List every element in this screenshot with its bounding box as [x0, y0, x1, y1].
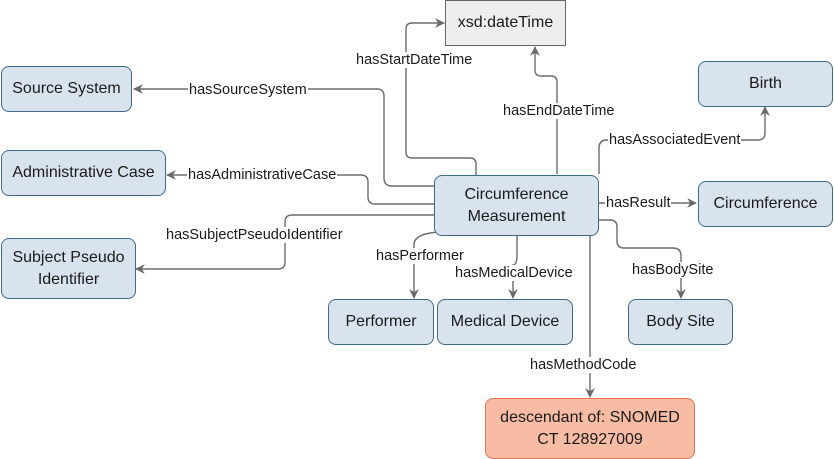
label-has-start-date-time: hasStartDateTime	[355, 52, 474, 68]
label-has-method-code: hasMethodCode	[529, 357, 638, 373]
node-source-system[interactable]: Source System	[1, 66, 132, 112]
node-circumference-measurement[interactable]: Circumference Measurement	[434, 175, 599, 236]
edge-has-source-system	[133, 84, 434, 187]
node-performer[interactable]: Performer	[328, 299, 434, 345]
label-has-result: hasResult	[605, 195, 672, 211]
node-birth[interactable]: Birth	[698, 61, 833, 107]
edge-has-end-date-time	[530, 46, 558, 174]
label-has-end-date-time: hasEndDateTime	[502, 103, 616, 119]
edge-has-performer	[409, 231, 446, 299]
node-administrative-case[interactable]: Administrative Case	[1, 150, 166, 196]
node-subject-pseudo-identifier[interactable]: Subject Pseudo Identifier	[1, 238, 136, 299]
label-has-administrative-case: hasAdministrativeCase	[187, 167, 338, 183]
edge-has-administrative-case	[166, 170, 434, 205]
edge-has-body-site	[599, 219, 686, 299]
edge-has-start-date-time	[405, 18, 477, 176]
edge-has-medical-device	[508, 236, 518, 299]
node-body-site[interactable]: Body Site	[628, 299, 733, 345]
label-has-subject-pseudo-identifier: hasSubjectPseudoIdentifier	[165, 227, 344, 243]
label-has-medical-device: hasMedicalDevice	[454, 265, 574, 281]
label-has-body-site: hasBodySite	[631, 262, 715, 278]
label-has-associated-event: hasAssociatedEvent	[608, 132, 742, 148]
node-circumference[interactable]: Circumference	[698, 181, 833, 227]
label-has-source-system: hasSourceSystem	[188, 82, 308, 98]
node-method-code-value[interactable]: descendant of: SNOMED CT 128927009	[485, 398, 695, 459]
label-has-performer: hasPerformer	[375, 248, 465, 264]
node-medical-device[interactable]: Medical Device	[437, 299, 573, 345]
node-xsd-datetime[interactable]: xsd:dateTime	[445, 0, 566, 46]
